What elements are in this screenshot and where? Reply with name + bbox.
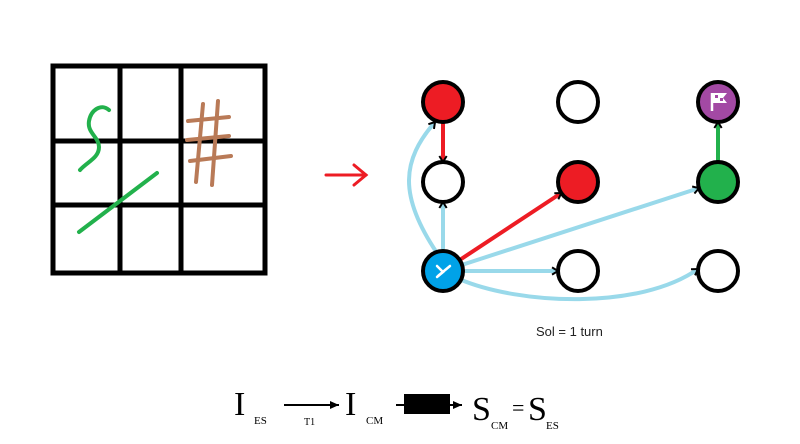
node-r3c3 [696, 249, 740, 293]
node-r1c2 [556, 80, 600, 124]
node-r2c3 [696, 160, 740, 204]
s-es-symbol: S [528, 391, 547, 428]
solution-caption: Sol = 1 turn [536, 324, 603, 339]
black-box-process [404, 394, 450, 414]
graph-edges [407, 120, 723, 302]
board-grid [50, 63, 268, 276]
equals-sign: = [512, 395, 524, 420]
node-r3c2 [556, 249, 600, 293]
edge-r3c1-to-r2c1 [438, 200, 448, 253]
s-cm-symbol: S [472, 391, 491, 428]
t1-label: T1 [304, 417, 315, 428]
diagonal-line-sketch [77, 171, 159, 234]
formula: I ES T1 I CM S CM = S ES [234, 386, 559, 432]
edge-r1c1-to-r2c1 [438, 120, 448, 164]
ladder-sketch [185, 99, 233, 187]
snake-sketch [78, 105, 111, 172]
edge-r3c1-to-r3c2 [461, 266, 560, 276]
flag-icon [710, 93, 727, 111]
node-r2c1 [421, 160, 465, 204]
transition-arrow [324, 163, 369, 187]
graph-nodes [421, 80, 740, 293]
s-es-subscript: ES [546, 420, 559, 432]
i-es-symbol: I [234, 386, 245, 423]
i-cm-subscript: CM [366, 415, 383, 427]
node-r3c1 [421, 249, 465, 293]
edge-r2c3-to-r1c3 [713, 120, 723, 164]
i-cm-symbol: I [345, 386, 356, 423]
node-r1c1 [421, 80, 465, 124]
start-arrow-icon [435, 264, 452, 279]
node-r2c2 [556, 160, 600, 204]
s-cm-subscript: CM [491, 420, 508, 432]
node-r1c3 [696, 80, 740, 124]
i-es-subscript: ES [254, 415, 267, 427]
